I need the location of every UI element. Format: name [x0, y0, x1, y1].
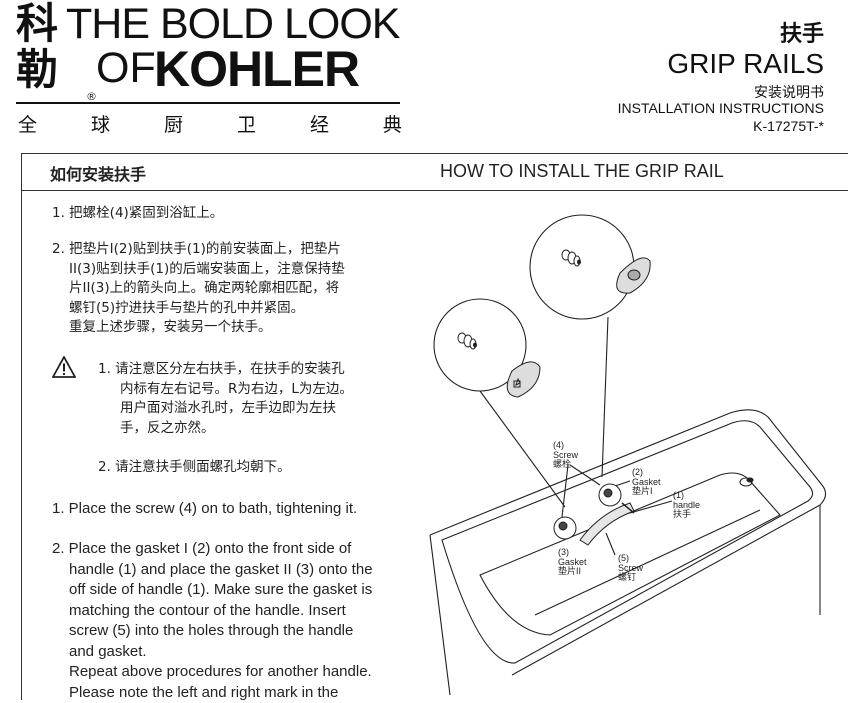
slogan-char: 厨	[164, 110, 183, 137]
en-step-2-line: Please note the left and right mark in t…	[52, 683, 432, 703]
section-header-rule	[21, 190, 848, 191]
label-screw-4: (4) Screw 螺栓	[553, 441, 578, 470]
label-line: 螺钉	[618, 573, 643, 583]
cn-warning-1-line: 内标有左右记号。R为右边，L为左边。	[98, 380, 428, 400]
en-step-1: 1. Place the screw (4) on to bath, tight…	[52, 499, 357, 520]
logo-tagline: THE BOLD LOOK	[66, 2, 399, 46]
detail-circle-right	[530, 215, 634, 319]
en-step-2-line: 2. Place the gasket I (2) onto the front…	[52, 539, 432, 560]
slogan-char: 典	[383, 110, 402, 137]
cn-warning-1-line: 用户面对溢水孔时，左手边即为左扶	[98, 399, 428, 419]
en-step-2-line: and gasket.	[52, 642, 432, 663]
en-step-2: 2. Place the gasket I (2) onto the front…	[52, 539, 432, 703]
bathtub-rim	[430, 410, 826, 675]
cn-step-2-line: 片II(3)上的箭头向上。确定两轮廓相匹配，将	[52, 279, 432, 299]
gasket-ball-3	[554, 517, 576, 539]
label-line: 垫片I	[632, 487, 661, 497]
slogan-char: 球	[91, 110, 110, 137]
cn-step-2-line: 螺钉(5)拧进扶手与垫片的孔中并紧固。	[52, 299, 432, 319]
subtitle-cn: 安装说明书	[754, 82, 824, 102]
label-gasket-3: (3) Gasket 垫片II	[558, 548, 587, 577]
en-step-2-line: off side of handle (1). Make sure the ga…	[52, 580, 432, 601]
logo-slogan: 全 球 厨 卫 经 典	[18, 110, 402, 137]
label-line: 垫片II	[558, 567, 587, 577]
cn-step-2-line: 2. 把垫片I(2)贴到扶手(1)的前安装面上，把垫片	[52, 240, 432, 260]
title-en: GRIP RAILS	[667, 48, 824, 80]
bathtub-skirt	[430, 535, 450, 695]
en-step-2-line: matching the contour of the handle. Inse…	[52, 601, 432, 622]
cn-warning-2: 2. 请注意扶手侧面螺孔均朝下。	[98, 458, 291, 478]
slogan-char: 经	[310, 110, 329, 137]
subtitle-en: INSTALLATION INSTRUCTIONS	[618, 100, 824, 116]
gasket-i-detail	[617, 258, 651, 293]
grip-handle	[580, 503, 634, 545]
slogan-char: 全	[18, 110, 37, 137]
cn-warning-1: 1. 请注意区分左右扶手，在扶手的安装孔 内标有左右记号。R为右边，L为左边。 …	[98, 360, 428, 438]
gasket-ii-detail	[507, 362, 540, 397]
label-screw-5: (5) Screw 螺钉	[618, 554, 643, 583]
screw-detail-left	[458, 333, 477, 349]
en-step-2-line: handle (1) and place the gasket II (3) o…	[52, 560, 432, 581]
label-handle-1: (1) handle 扶手	[673, 491, 700, 520]
en-step-2-line: screw (5) into the holes through the han…	[52, 621, 432, 642]
label-line: 螺栓	[553, 460, 578, 470]
logo-brand: KOHLER	[154, 44, 359, 94]
cn-warning-1-line: 手，反之亦然。	[98, 419, 428, 439]
title-cn: 扶手	[780, 16, 824, 48]
cn-step-2: 2. 把垫片I(2)贴到扶手(1)的前安装面上，把垫片 II(3)贴到扶手(1)…	[52, 240, 432, 338]
screw-detail-right	[562, 250, 581, 266]
cn-warning-1-line: 1. 请注意区分左右扶手，在扶手的安装孔	[98, 360, 428, 380]
logo-cn-le: 勒	[16, 48, 58, 92]
label-gasket-2: (2) Gasket 垫片I	[632, 468, 661, 497]
logo-of: OF	[96, 46, 156, 90]
gasket-ball-2	[599, 484, 621, 506]
logo-cn-ke: 科	[16, 2, 58, 46]
cn-step-2-line: 重复上述步骤，安装另一个扶手。	[52, 318, 432, 338]
section-title-en: HOW TO INSTALL THE GRIP RAIL	[440, 161, 724, 182]
bathtub-diagram	[420, 195, 848, 699]
cn-step-2-line: II(3)贴到扶手(1)的后端安装面上，注意保持垫	[52, 260, 432, 280]
section-title-cn: 如何安装扶手	[50, 161, 146, 185]
bathtub-rim-inner	[442, 421, 813, 663]
cn-step-1: 1. 把螺栓(4)紧固到浴缸上。	[52, 204, 223, 224]
en-step-2-line: Repeat above procedures for another hand…	[52, 662, 432, 683]
model-number: K-17275T-*	[753, 118, 824, 134]
drain	[747, 478, 753, 482]
warning-icon	[52, 356, 76, 378]
slogan-char: 卫	[237, 110, 256, 137]
logo-divider	[16, 102, 400, 104]
label-line: 扶手	[673, 510, 700, 520]
